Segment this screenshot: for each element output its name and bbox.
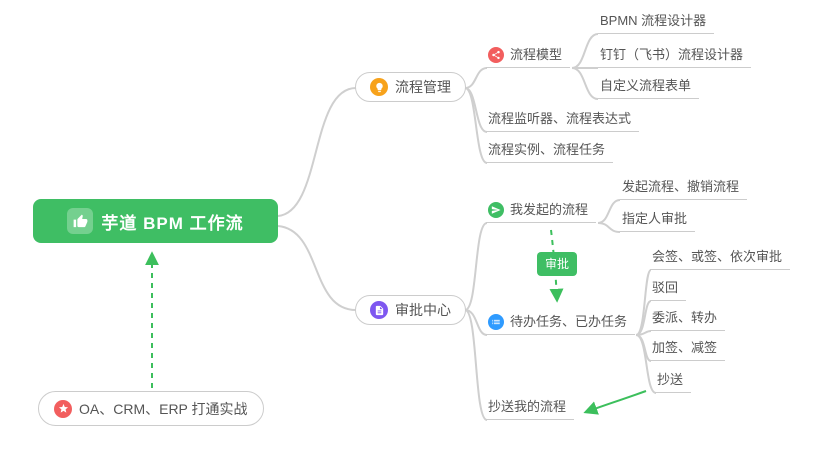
edge-myinit-initiate [597, 199, 621, 224]
arrow-cc-to-ccmy [583, 390, 647, 415]
edge-pm-instance [464, 87, 488, 164]
node-bpmn-designer[interactable]: BPMN 流程设计器 [598, 12, 715, 34]
approval-center-label: 审批中心 [395, 302, 451, 318]
dingtalk-designer-label: 钉钉（飞书）流程设计器 [600, 47, 744, 62]
node-assignee-approval[interactable]: 指定人审批 [620, 210, 696, 232]
node-addsign-reducesign[interactable]: 加签、减签 [650, 339, 726, 361]
edge-pm-model [464, 67, 488, 89]
assignee-approval-label: 指定人审批 [622, 211, 688, 226]
process-management-label: 流程管理 [395, 79, 451, 95]
node-approval-center[interactable]: 审批中心 [355, 295, 466, 325]
cc-my-process-label: 抄送我的流程 [488, 399, 567, 414]
share-flow-icon [488, 47, 504, 63]
root-label: 芋道 BPM 工作流 [101, 213, 244, 233]
node-custom-form[interactable]: 自定义流程表单 [598, 77, 700, 99]
edge-model-customform [571, 67, 599, 100]
cc-label: 抄送 [657, 372, 684, 387]
node-listener-expression[interactable]: 流程监听器、流程表达式 [486, 110, 640, 132]
document-icon [370, 301, 388, 319]
star-icon [54, 399, 72, 418]
arrow-myinitiated-to-todo [549, 229, 564, 303]
node-process-model[interactable]: 流程模型 [486, 46, 571, 68]
send-icon [488, 202, 504, 218]
node-instance-task[interactable]: 流程实例、流程任务 [486, 141, 614, 163]
initiate-cancel-label: 发起流程、撤销流程 [622, 179, 740, 194]
node-process-management[interactable]: 流程管理 [355, 72, 466, 102]
lightbulb-icon [370, 78, 388, 96]
reject-label: 驳回 [652, 280, 679, 295]
countersign-label: 会签、或签、依次审批 [652, 249, 783, 264]
node-cc[interactable]: 抄送 [655, 371, 692, 393]
listener-expression-label: 流程监听器、流程表达式 [488, 111, 632, 126]
node-todo-done[interactable]: 待办任务、已办任务 [486, 313, 636, 335]
node-delegate-transfer[interactable]: 委派、转办 [650, 309, 726, 331]
process-model-label: 流程模型 [510, 47, 563, 62]
node-my-initiated[interactable]: 我发起的流程 [486, 201, 597, 223]
bpmn-designer-label: BPMN 流程设计器 [600, 13, 707, 28]
edge-ac-ccmy [464, 309, 488, 421]
edge-ac-myinitiated [464, 222, 488, 311]
node-countersign[interactable]: 会签、或签、依次审批 [650, 248, 791, 270]
node-cc-my-process[interactable]: 抄送我的流程 [486, 398, 575, 420]
thumbs-up-icon [67, 208, 94, 234]
delegate-transfer-label: 委派、转办 [652, 310, 718, 325]
approval-badge-label: 审批 [545, 257, 570, 271]
node-reject[interactable]: 驳回 [650, 279, 687, 301]
node-initiate-cancel[interactable]: 发起流程、撤销流程 [620, 178, 748, 200]
node-practice-note[interactable]: OA、CRM、ERP 打通实战 [38, 391, 264, 426]
todo-done-label: 待办任务、已办任务 [510, 314, 628, 329]
edge-root-approval-center [277, 225, 357, 311]
edge-root-process-management [277, 87, 357, 217]
edge-todo-cc [635, 334, 657, 394]
addsign-reducesign-label: 加签、减签 [652, 340, 718, 355]
edge-model-bpmn [571, 33, 599, 69]
practice-note-label: OA、CRM、ERP 打通实战 [79, 400, 248, 417]
custom-form-label: 自定义流程表单 [600, 78, 692, 93]
task-list-icon [488, 314, 504, 330]
approval-badge: 审批 [537, 252, 578, 276]
edge-myinit-assignee [597, 222, 621, 233]
node-root[interactable]: 芋道 BPM 工作流 [33, 199, 278, 243]
node-dingtalk-designer[interactable]: 钉钉（飞书）流程设计器 [598, 46, 752, 68]
instance-task-label: 流程实例、流程任务 [488, 142, 606, 157]
my-initiated-label: 我发起的流程 [510, 202, 589, 217]
